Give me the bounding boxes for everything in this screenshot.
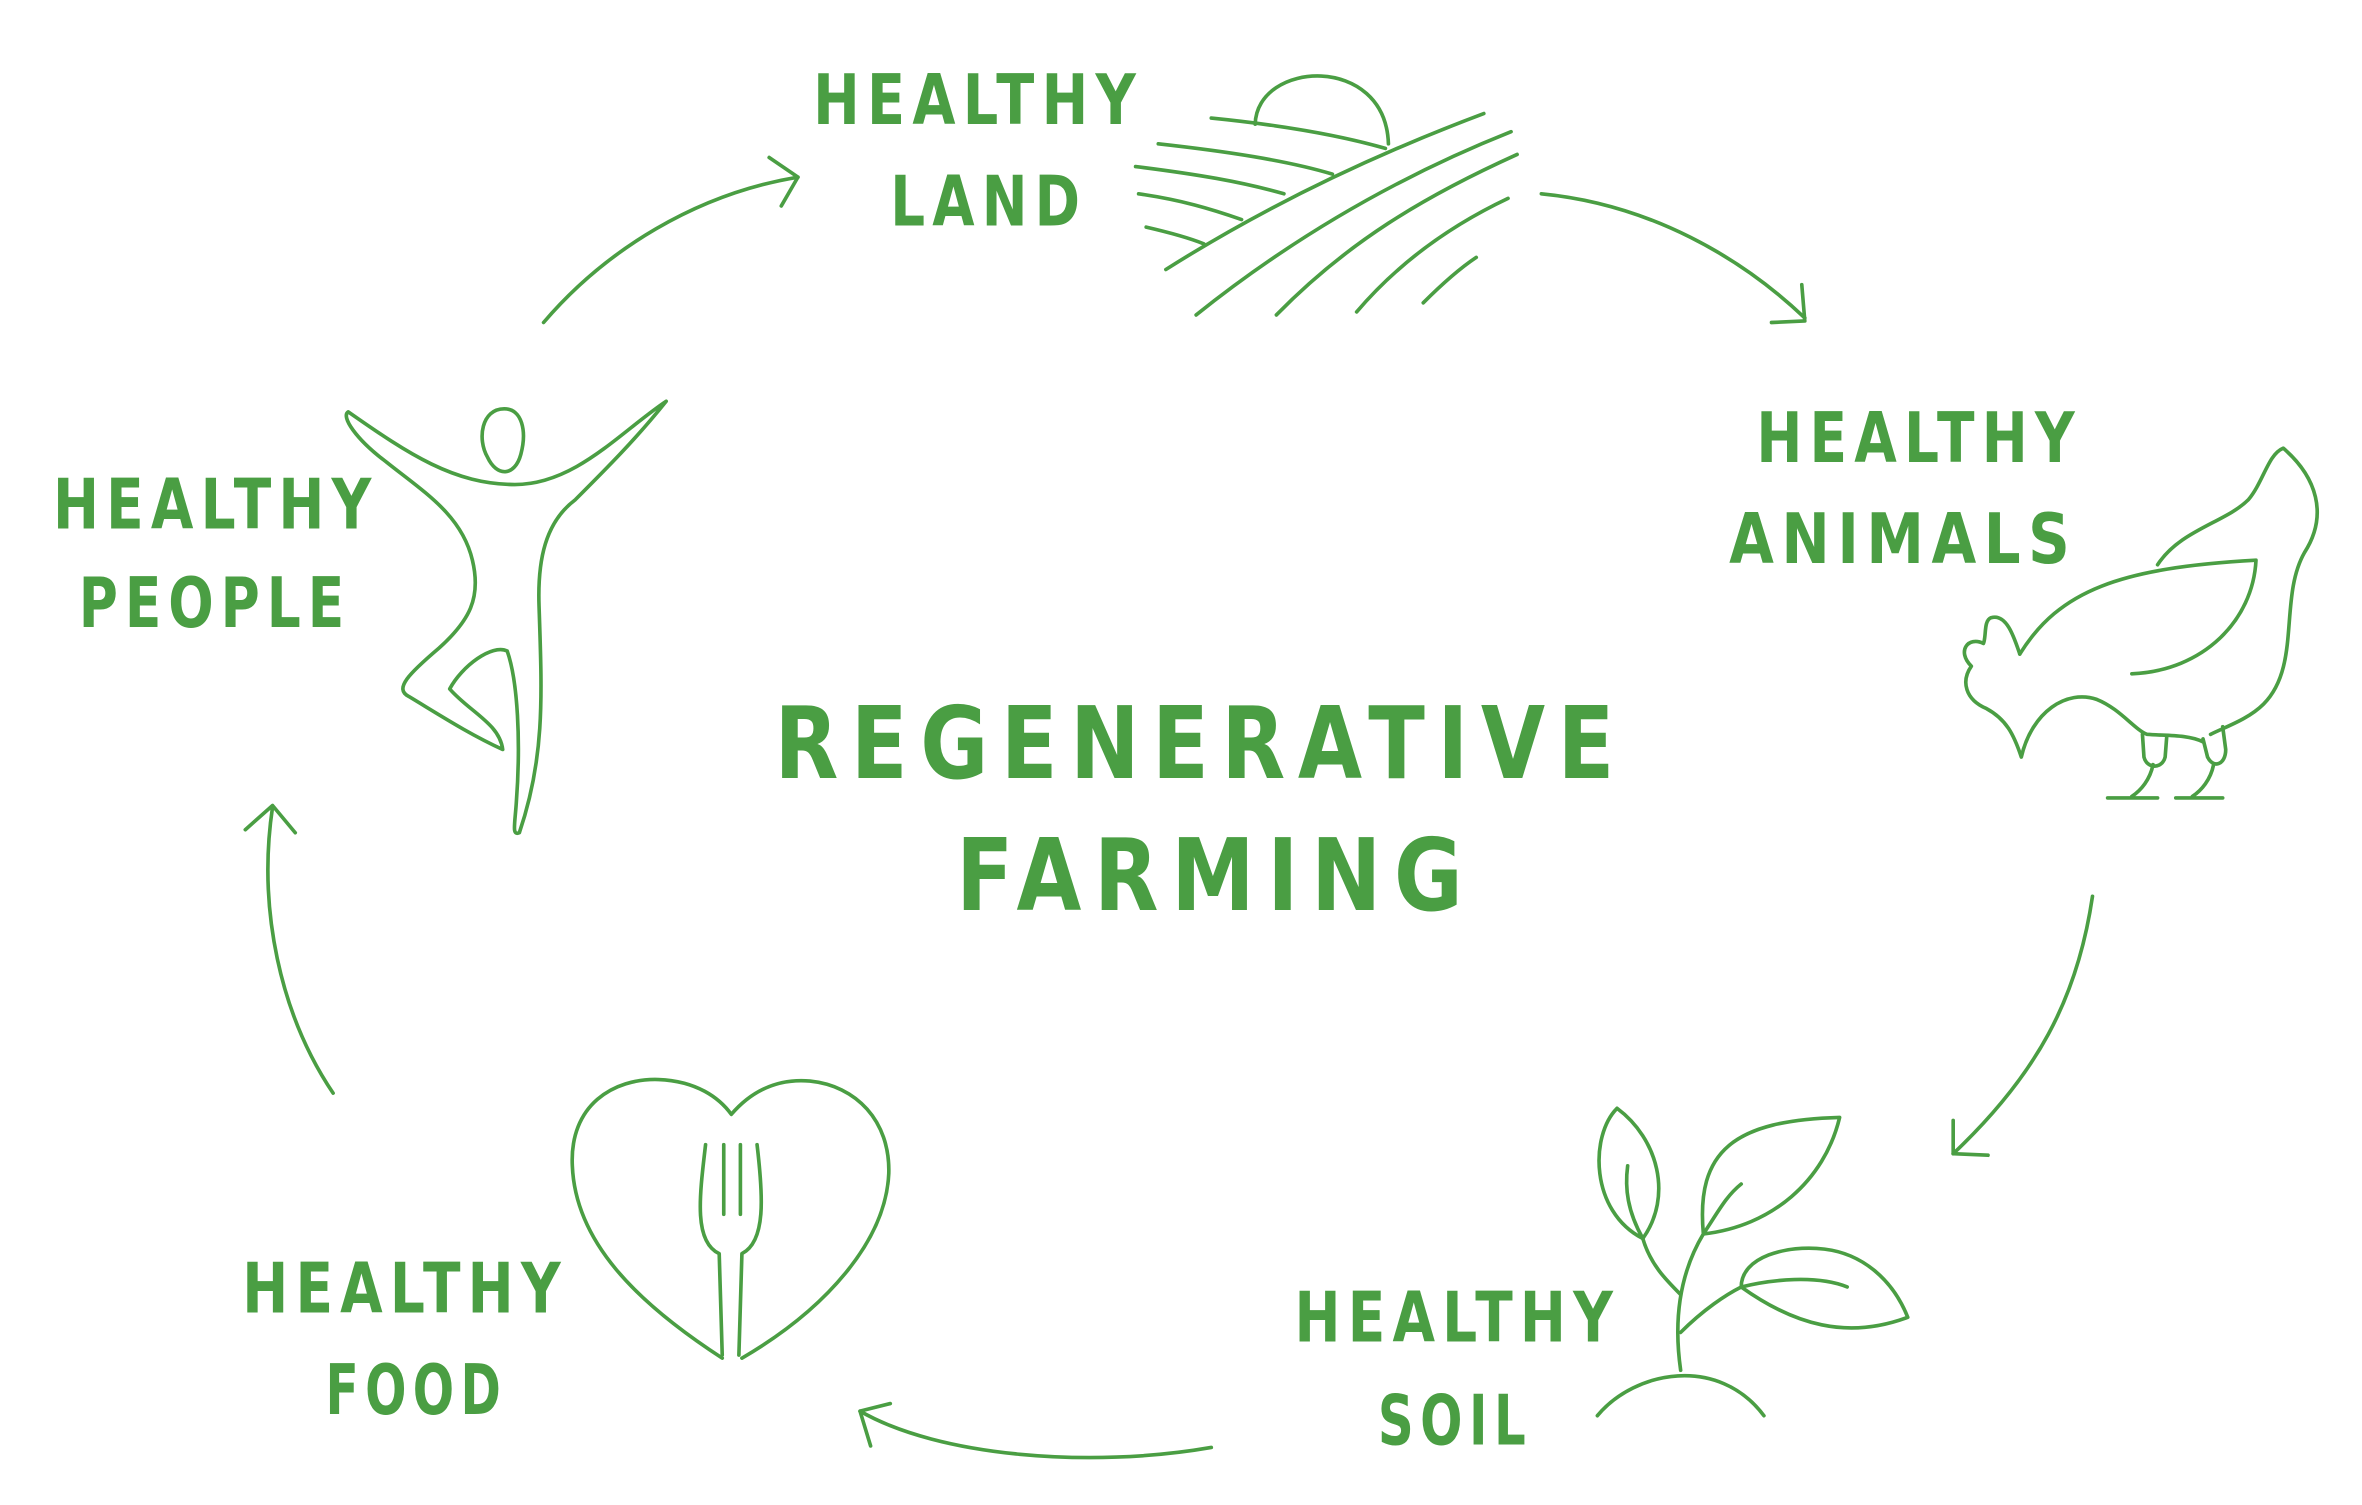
people-label-2: PEOPLE [79, 563, 352, 644]
cycle-arrow-food-to-people [243, 803, 335, 1095]
node-healthy-soil: HEALTHY SOIL [1295, 1106, 1910, 1461]
soil-label-2: SOIL [1378, 1380, 1532, 1461]
cycle-arrow-people-to-land [541, 155, 800, 325]
person-icon [344, 399, 669, 836]
node-healthy-food: HEALTHY FOOD [242, 1077, 891, 1431]
title-line1: REGENERATIVE [774, 685, 1626, 802]
node-healthy-people: HEALTHY PEOPLE [53, 399, 669, 836]
land-label-1: HEALTHY [813, 60, 1143, 141]
cycle-arrow-soil-to-food [858, 1401, 1214, 1460]
animals-label-2: ANIMALS [1729, 499, 2077, 580]
soil-label-1: HEALTHY [1295, 1277, 1621, 1358]
cycle-arrow-land-to-animals [1539, 191, 1807, 325]
chicken-icon [1962, 446, 2319, 800]
food-label-1: HEALTHY [242, 1249, 568, 1330]
land-label-2: LAND [890, 162, 1087, 243]
food-label-2: FOOD [326, 1350, 508, 1431]
field-sun-icon [1133, 74, 1519, 317]
cycle-arrow-animals-to-soil [1951, 894, 2095, 1158]
sprout-icon [1595, 1106, 1910, 1418]
title-line2: FARMING [956, 817, 1475, 934]
people-label-1: HEALTHY [53, 464, 379, 545]
animals-label-1: HEALTHY [1756, 398, 2082, 479]
heart-fork-icon [570, 1077, 891, 1360]
node-healthy-animals: HEALTHY ANIMALS [1729, 398, 2319, 800]
node-healthy-land: HEALTHY LAND [813, 60, 1519, 317]
